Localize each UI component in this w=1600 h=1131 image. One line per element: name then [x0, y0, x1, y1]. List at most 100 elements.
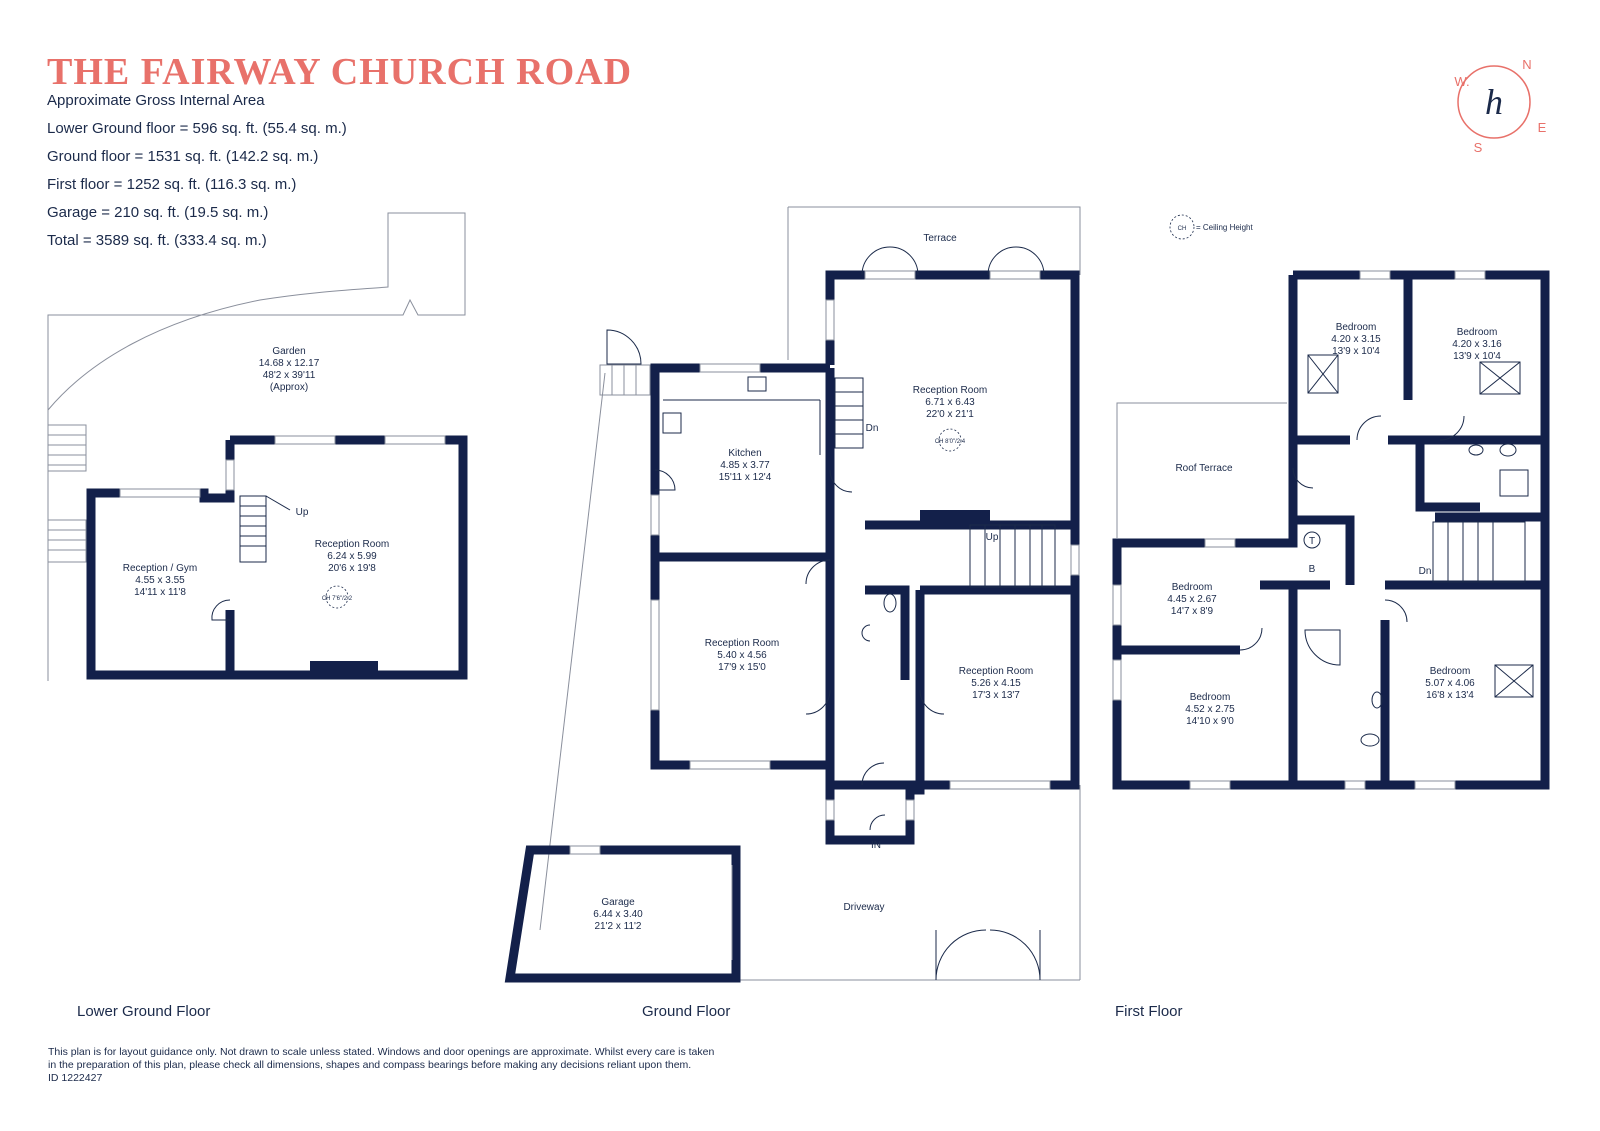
boiler-label: B — [1309, 564, 1316, 575]
window-hall-side — [1070, 544, 1080, 576]
garden-metric: 14.68 x 12.17 — [259, 358, 320, 369]
roof-terrace-label: Roof Terrace — [1175, 463, 1233, 474]
bathroom-basin — [1371, 691, 1383, 709]
window-reception-left-bottom — [689, 760, 771, 770]
wall-landing — [1293, 515, 1355, 585]
area-lower-ground: Lower Ground floor = 596 sq. ft. (55.4 s… — [47, 120, 347, 137]
kitchen-steps — [599, 329, 651, 396]
garage-walls — [504, 845, 741, 983]
logo-mark: h — [1485, 82, 1503, 122]
bed5-metric: 5.07 x 4.06 — [1425, 678, 1475, 689]
bathroom-toilet — [1360, 733, 1380, 747]
window-terrace-1 — [864, 270, 916, 280]
ceiling-height-legend: CH = Ceiling Height — [1169, 214, 1253, 240]
ground-walls — [650, 270, 1080, 845]
front-door — [869, 814, 886, 831]
window-bed4-side — [1112, 659, 1122, 701]
window-kitchen-side — [650, 494, 660, 536]
window-reception-left — [650, 599, 660, 711]
door-reception-left-2 — [805, 689, 831, 715]
bed1-skylight — [1307, 354, 1339, 394]
bed5-skylight — [1494, 664, 1534, 698]
wc-toilet — [883, 593, 897, 613]
french-doors-1 — [861, 246, 919, 276]
compass-north: N — [1522, 57, 1531, 72]
bed1-imperial: 13'9 x 10'4 — [1332, 346, 1380, 357]
garage-metric: 6.44 x 3.40 — [593, 909, 643, 920]
roof-terrace-boundary — [1116, 402, 1287, 538]
compass-west: W. — [1454, 74, 1469, 89]
outside-steps — [47, 424, 87, 563]
lg-reception-imperial: 20'6 x 19'8 — [328, 563, 376, 574]
water-tank — [1303, 531, 1321, 549]
bed2-label: Bedroom — [1457, 327, 1498, 338]
ff-stairs-down: Dn — [1419, 566, 1432, 577]
first-stairs — [1432, 521, 1526, 583]
gf-reception-right-imperial: 17'3 x 13'7 — [972, 690, 1020, 701]
kitchen-metric: 4.85 x 3.77 — [720, 460, 770, 471]
door-bed2 — [1439, 415, 1465, 441]
window-bed2 — [1454, 270, 1486, 280]
door-roof-terrace — [1292, 467, 1314, 489]
door-kitchen — [654, 469, 676, 491]
gf-reception-left-metric: 5.40 x 4.56 — [717, 650, 767, 661]
kitchen-sink — [747, 376, 767, 392]
gym-label: Reception / Gym — [123, 563, 197, 574]
bed1-label: Bedroom — [1336, 322, 1377, 333]
door-reception-right — [919, 689, 945, 715]
compass-east: E — [1538, 120, 1547, 135]
site-diagonal — [539, 372, 606, 931]
driveway-gates — [935, 929, 1041, 981]
plan-id: ID 1222427 — [48, 1072, 103, 1084]
door-kitchen-hall — [829, 469, 853, 493]
property-title: THE FAIRWAY CHURCH ROAD — [47, 51, 633, 93]
gf-reception-large-imperial: 22'0 x 21'1 — [926, 409, 974, 420]
terrace-label: Terrace — [923, 233, 957, 244]
garden-approx: (Approx) — [270, 382, 308, 393]
compass-logo: h N E S W. — [1454, 57, 1546, 155]
garden-label: Garden — [272, 346, 305, 357]
ground-floor: Terrace Reception Room 6.71 x 6.43 22'0 … — [504, 206, 1081, 983]
gf-stairs-down: Dn — [866, 423, 879, 434]
window-bed3-side — [1112, 584, 1122, 626]
window-reception-side — [825, 299, 835, 341]
disclaimer-line-2: in the preparation of this plan, please … — [48, 1059, 692, 1071]
window-bed5 — [1414, 780, 1456, 790]
area-total: Total = 3589 sq. ft. (333.4 sq. m.) — [47, 232, 267, 249]
kitchen-label: Kitchen — [728, 448, 761, 459]
driveway-label: Driveway — [843, 902, 884, 913]
window-reception-3 — [225, 459, 235, 491]
gf-reception-large-metric: 6.71 x 6.43 — [925, 397, 975, 408]
ensuite-toilet — [1499, 443, 1517, 457]
door-gym — [211, 599, 231, 621]
ground-stairs — [834, 377, 1056, 588]
window-porch-left — [825, 799, 835, 821]
ensuite-shower — [1499, 469, 1529, 497]
terrace-boundary — [788, 206, 1081, 275]
first-walls — [1112, 270, 1550, 790]
tank-label: T — [1309, 536, 1315, 547]
lg-reception-label: Reception Room — [315, 539, 389, 550]
kitchen-hob — [662, 412, 682, 434]
bed2-metric: 4.20 x 3.16 — [1452, 339, 1502, 350]
bed5-imperial: 16'8 x 13'4 — [1426, 690, 1474, 701]
gf-reception-left-label: Reception Room — [705, 638, 779, 649]
disclaimer: This plan is for layout guidance only. N… — [48, 1046, 838, 1085]
bed4-label: Bedroom — [1190, 692, 1231, 703]
bed3-imperial: 14'7 x 8'9 — [1171, 606, 1214, 617]
area-first: First floor = 1252 sq. ft. (116.3 sq. m.… — [47, 176, 297, 193]
window-gym — [119, 488, 201, 498]
window-bed4 — [1189, 780, 1231, 790]
window-bed3 — [1204, 538, 1236, 548]
wc-basin — [861, 624, 871, 642]
window-garage — [569, 845, 601, 855]
lg-reception-metric: 6.24 x 5.99 — [327, 551, 377, 562]
lg-stairs-up: Up — [296, 507, 309, 518]
gf-stairs-up: Up — [986, 532, 999, 543]
fireplace — [310, 661, 378, 675]
window-reception-2 — [384, 435, 446, 445]
kitchen-imperial: 15'11 x 12'4 — [719, 472, 772, 483]
lower-ground-floor: Garden 14.68 x 12.17 48'2 x 39'11 (Appro… — [47, 212, 468, 681]
bed3-label: Bedroom — [1172, 582, 1213, 593]
gf-ch-text: CH 8'0"/2.4 — [935, 439, 966, 445]
